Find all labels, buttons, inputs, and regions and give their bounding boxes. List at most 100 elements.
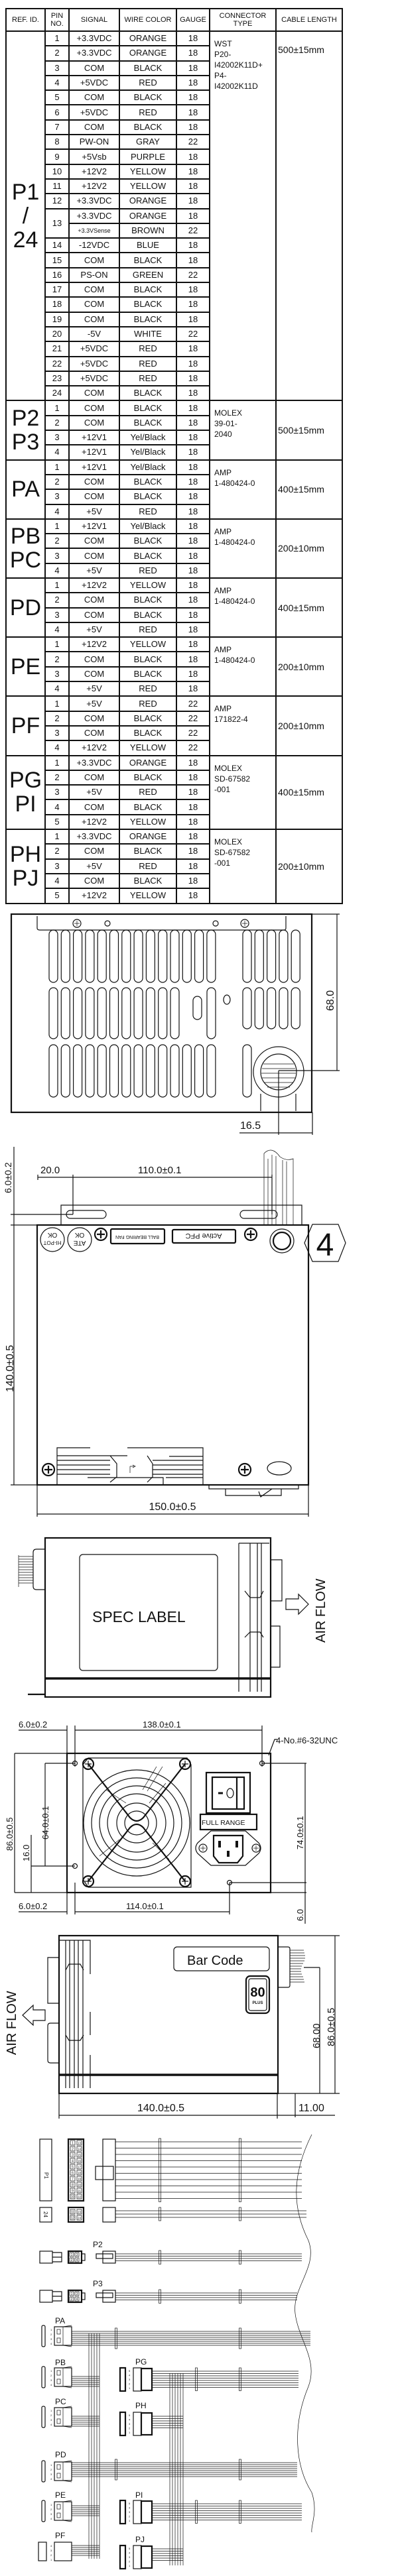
ball-bearing-fan-label: BALL BEARING FAN <box>115 1234 159 1239</box>
pin-square <box>70 2176 76 2182</box>
cable-length-cell: 200±10mm <box>275 829 343 904</box>
ref-id-cell: PB PC <box>5 518 46 579</box>
cable-tie <box>239 2327 241 2349</box>
pin-number: 3 <box>129 2378 131 2381</box>
pin-number: 1 <box>50 2463 52 2467</box>
table-header-row: REF. ID. PIN NO. SIGNAL WIRE COLOR GAUGE… <box>5 8 343 32</box>
signal-cell: +5V <box>68 562 120 579</box>
side-view-outline <box>44 1537 272 1698</box>
cable-tie <box>239 2138 241 2202</box>
spec-label-box <box>79 1554 218 1671</box>
connector-end <box>102 2251 116 2264</box>
pin-cell: 4 <box>44 621 70 638</box>
vent-slot <box>158 929 168 983</box>
pin-square <box>76 2146 82 2152</box>
vent-slot <box>192 996 202 1020</box>
fan-section <box>238 1543 269 1692</box>
pin-cell: 23 <box>44 370 70 387</box>
dim-cable-offset-label: 11.00 <box>298 2103 324 2114</box>
connector-side <box>119 2544 127 2570</box>
wire-color-cell: BLACK <box>119 311 177 327</box>
gauge-cell: 18 <box>176 400 210 416</box>
pin-cell: 7 <box>44 119 70 136</box>
cable-bundle <box>18 1555 33 1587</box>
wire-color-cell: RED <box>119 695 177 712</box>
pin-square <box>69 2252 74 2257</box>
top-view-outline <box>36 1224 310 1486</box>
pin-number: 5 <box>129 2369 131 2372</box>
cable-tie <box>159 2250 161 2264</box>
pin-cell: 11 <box>44 178 70 195</box>
screw-icon <box>178 1875 192 1888</box>
pin-number: 3 <box>50 2512 52 2516</box>
gauge-cell: 18 <box>176 666 210 683</box>
gauge-cell: 18 <box>176 252 210 268</box>
signal-cell: COM <box>68 548 120 564</box>
connector-type-cell: AMP 1-480424-0 <box>209 518 277 579</box>
connector-housing <box>140 2500 153 2524</box>
pin-number: 4 <box>50 2477 52 2481</box>
vent-slot <box>206 929 216 983</box>
connector-type-cell: MOLEX 39-01- 2040 <box>209 400 277 461</box>
pin-number: 2 <box>129 2560 131 2563</box>
power-inlet-icon <box>195 1830 261 1866</box>
ate-stamp: ATE OK <box>67 1227 92 1252</box>
mount-slot <box>239 1210 278 1219</box>
gauge-cell: 18 <box>176 459 210 475</box>
svg-text:OK: OK <box>47 1231 57 1238</box>
gauge-cell: 18 <box>176 858 210 874</box>
gauge-cell: 18 <box>176 104 210 121</box>
pin-number: 2 <box>71 2298 73 2302</box>
gauge-cell: 18 <box>176 518 210 535</box>
pin-cell: 3 <box>44 430 70 446</box>
signal-cell: +3.3VDC <box>68 45 120 62</box>
mechanical-drawings: 68.0 16.5 6.0±0.2 140.0±0.5 20.0 110.0±0… <box>3 913 346 2570</box>
pin-number: 1 <box>71 2292 73 2296</box>
latch <box>81 2253 86 2261</box>
latch <box>81 2292 86 2300</box>
gauge-cell: 18 <box>176 30 210 47</box>
p1-label: P1 <box>43 2172 49 2179</box>
wire-color-cell: BLACK <box>119 400 177 416</box>
gauge-cell: 18 <box>176 548 210 564</box>
pin-square <box>70 2158 76 2164</box>
dimension-line <box>14 1753 75 1893</box>
pin-cell: 9 <box>44 148 70 165</box>
wire-color-cell: BLACK <box>119 725 177 742</box>
pin-number: 24 <box>78 2217 82 2220</box>
gauge-cell: 18 <box>176 872 210 890</box>
cable-tie <box>115 2459 117 2481</box>
dim-height-label: 86.0±0.5 <box>5 1817 15 1851</box>
vent-slot <box>85 987 95 1039</box>
gauge-cell: 22 <box>176 695 210 712</box>
dimension-line <box>230 1763 306 1924</box>
wire-color-cell: YELLOW <box>119 813 177 831</box>
pin-cell: 18 <box>44 296 70 313</box>
gauge-cell: 22 <box>176 740 210 756</box>
connector-type-cell: MOLEX SD-67582 -001 <box>209 829 277 904</box>
cable-gland <box>33 1549 45 1590</box>
pin-cell: 10 <box>44 163 70 180</box>
wire-color-cell: RED <box>119 503 177 520</box>
latch <box>95 2166 114 2180</box>
gauge-cell: 22 <box>176 266 210 284</box>
p2-label: P2 <box>93 2240 103 2249</box>
gauge-cell: 18 <box>176 282 210 298</box>
pin-number: 4 <box>129 2418 131 2422</box>
bottom-view-drawing: 68.0 16.5 <box>10 913 340 1135</box>
vent-slot <box>267 929 277 983</box>
airflow-arrow-icon <box>22 2004 46 2026</box>
gauge-cell: 18 <box>176 119 210 136</box>
mount-slot <box>66 1210 107 1219</box>
